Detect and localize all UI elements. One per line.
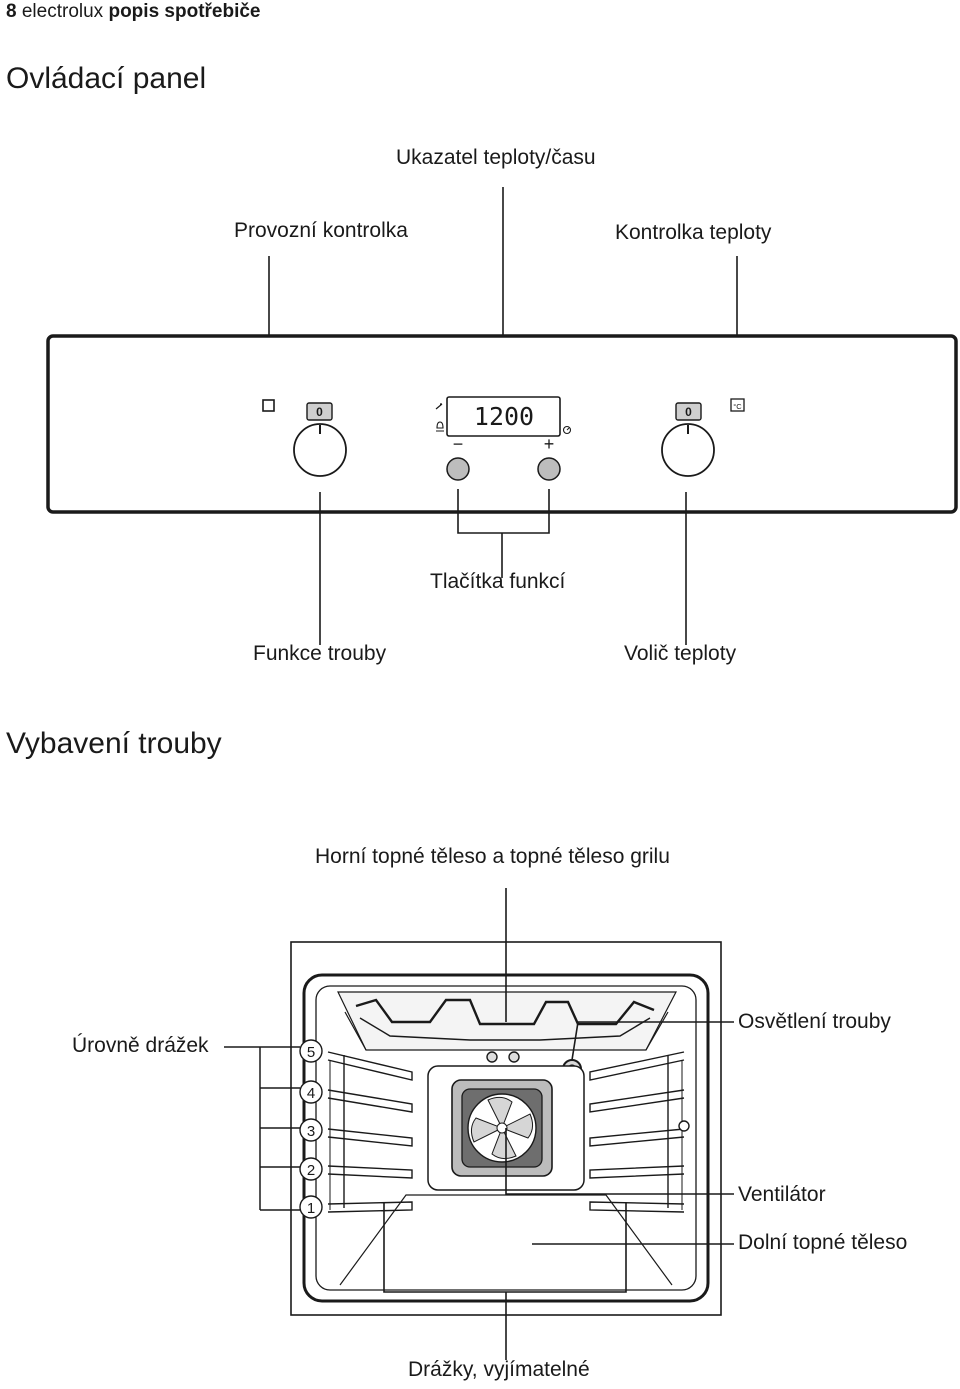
label-function-buttons: Tlačítka funkcí xyxy=(430,570,566,593)
cooking-time-icon xyxy=(435,403,443,410)
heater-mount-left xyxy=(486,1051,498,1063)
brand-name: electrolux xyxy=(21,1,104,22)
right-shelf-runners xyxy=(589,1051,690,1213)
oven-function-knob[interactable]: 0 xyxy=(293,402,347,477)
bracket-function-buttons xyxy=(457,489,550,534)
label-temperature-selector: Volič teploty xyxy=(624,642,737,665)
plus-symbol: + xyxy=(544,434,555,454)
oven-ceiling xyxy=(337,991,677,1051)
shelf-level-4 xyxy=(299,1080,323,1104)
knob-marker-badge xyxy=(675,402,702,421)
operating-indicator-lamp xyxy=(262,399,275,412)
label-top-heater: Horní topné těleso a topné těleso grilu xyxy=(315,845,670,868)
shelf-level-markers xyxy=(299,1039,323,1219)
shelf-level-3 xyxy=(299,1118,323,1142)
label-temp-time-display: Ukazatel teploty/času xyxy=(396,146,596,169)
leader-removable-runners xyxy=(383,1202,627,1360)
knob-circle xyxy=(293,423,347,477)
knob-circle xyxy=(661,423,715,477)
fan-blades-icon xyxy=(470,1096,534,1160)
label-oven-light: Osvětlení trouby xyxy=(738,1010,891,1033)
label-temperature-indicator: Kontrolka teploty xyxy=(615,221,772,244)
temperature-indicator-lamp xyxy=(730,398,745,412)
knob-marker-badge xyxy=(306,402,333,421)
shelf-number-2: 2 xyxy=(307,1162,315,1179)
page-number: 8 xyxy=(6,1,17,22)
oven-heading: Vybavení trouby xyxy=(6,727,222,760)
minus-symbol: − xyxy=(453,434,464,454)
label-oven-functions: Funkce trouby xyxy=(253,642,387,665)
left-shelf-runners xyxy=(327,1051,413,1213)
clock-icon-hand xyxy=(566,427,570,431)
shelf-number-5: 5 xyxy=(307,1044,315,1061)
clock-icon xyxy=(562,425,572,435)
leader-fan xyxy=(505,1128,734,1195)
label-operating-indicator: Provozní kontrolka xyxy=(234,219,408,242)
oven-floor xyxy=(339,1194,673,1286)
temp-time-display: 1200 − + xyxy=(435,396,572,454)
plus-button[interactable] xyxy=(537,457,561,481)
shelf-level-5 xyxy=(299,1039,323,1063)
shelf-number-4: 4 xyxy=(307,1085,315,1102)
label-fan: Ventilátor xyxy=(738,1183,826,1206)
display-value: 1200 xyxy=(474,402,534,431)
control-panel-diagram: 0 1200 − + 0 °C xyxy=(46,187,958,645)
top-heater-lower xyxy=(359,1017,651,1041)
display-screen xyxy=(446,396,561,437)
label-removable-runners: Drážky, vyjímatelné xyxy=(408,1358,590,1381)
section-title: popis spotřebiče xyxy=(108,1,261,22)
minus-button[interactable] xyxy=(446,457,470,481)
control-panel-heading: Ovládací panel xyxy=(6,62,207,95)
oven-diagram: 5 4 3 2 1 xyxy=(224,888,734,1360)
shelf-number-1: 1 xyxy=(307,1200,315,1217)
label-bottom-heater: Dolní topné těleso xyxy=(738,1231,908,1254)
temperature-selector-knob[interactable]: 0 xyxy=(661,402,715,477)
heater-mount-right xyxy=(508,1051,520,1063)
shelf-level-2 xyxy=(299,1157,323,1181)
temperature-indicator-symbol: °C xyxy=(733,402,742,411)
leader-oven-light xyxy=(571,1021,734,1061)
label-shelf-levels: Úrovně drážek xyxy=(72,1034,209,1057)
bell-icon xyxy=(436,421,444,432)
knob-marker-zero: 0 xyxy=(316,405,323,419)
page-header: 8 electrolux popis spotřebiče xyxy=(6,1,261,23)
knob-marker-zero: 0 xyxy=(685,405,692,419)
shelf-level-1 xyxy=(299,1195,323,1219)
shelf-number-3: 3 xyxy=(307,1123,315,1140)
top-heater-sides xyxy=(344,1011,669,1051)
top-heater-element xyxy=(355,998,655,1026)
leader-shelf-levels xyxy=(224,1046,300,1211)
